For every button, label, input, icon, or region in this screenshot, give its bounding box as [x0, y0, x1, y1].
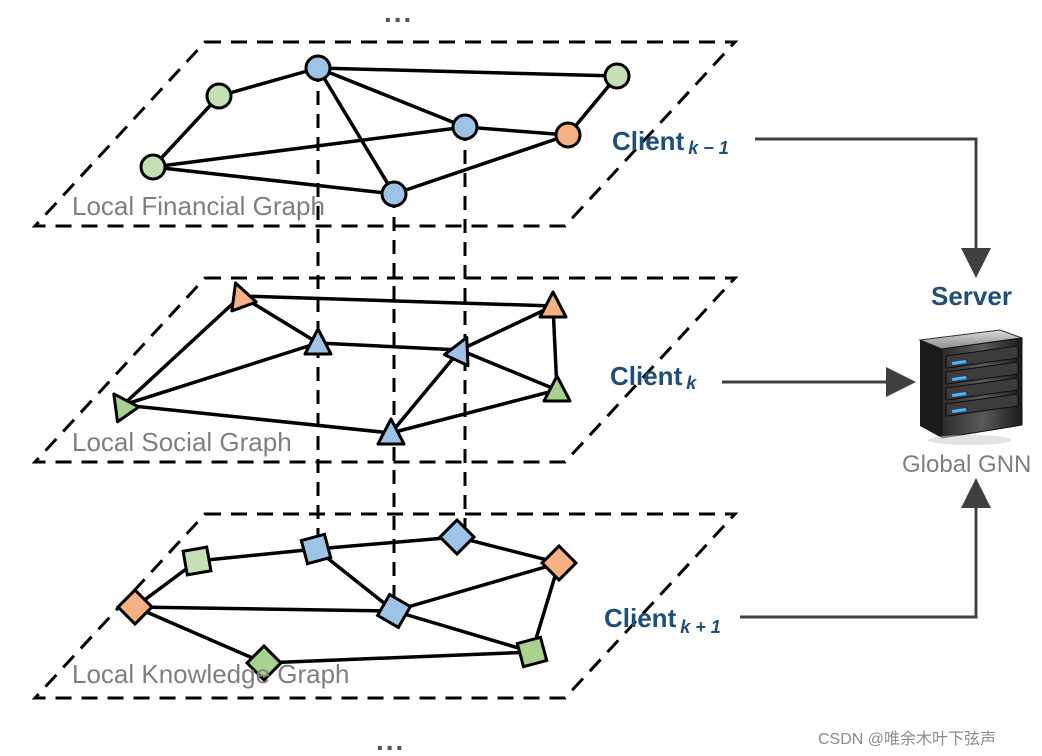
node-square: [375, 592, 413, 630]
node-square: [539, 543, 579, 583]
financial-nodes: [139, 54, 631, 208]
node-triangle: [230, 281, 258, 313]
social-nodes: [112, 281, 572, 446]
knowledge-nodes: [115, 517, 579, 683]
global-gnn-caption: Global GNN: [902, 451, 1031, 478]
node-square: [181, 545, 213, 577]
layer-label-social: Local Social Graph: [72, 427, 292, 457]
plane-financial: [31, 40, 739, 228]
arrows: [722, 137, 991, 619]
node-circle: [380, 180, 408, 208]
node-triangle: [376, 417, 406, 446]
node-square: [515, 635, 549, 669]
node-circle: [603, 62, 631, 90]
server-title: Server: [931, 281, 1012, 311]
alignment-lines: [316, 68, 467, 610]
node-square: [115, 587, 155, 627]
node-circle: [139, 153, 167, 181]
node-square: [437, 517, 477, 557]
node-square: [299, 532, 333, 566]
layer-label-financial: Local Financial Graph: [72, 191, 325, 221]
node-triangle: [538, 290, 568, 319]
server-rack-icon: [918, 329, 1023, 445]
node-circle: [205, 82, 233, 110]
node-circle: [554, 121, 582, 149]
node-circle: [304, 54, 332, 82]
layer-label-knowledge: Local Knowledge Graph: [72, 659, 350, 689]
arrow-client-k-minus-1: [755, 137, 991, 278]
node-square: [244, 643, 284, 683]
plane-knowledge: [31, 512, 739, 700]
node-circle: [451, 113, 479, 141]
watermark: CSDN @唯余木叶下弦声: [818, 729, 996, 748]
node-triangle: [112, 392, 141, 424]
node-triangle: [303, 327, 333, 356]
node-triangle: [442, 335, 470, 368]
ellipsis-bottom: ...: [376, 725, 405, 756]
knowledge-edges: [133, 535, 561, 665]
plane-social: [31, 276, 739, 464]
social-edges: [121, 294, 559, 435]
node-triangle: [542, 374, 572, 403]
ellipsis-top: ...: [384, 0, 413, 28]
arrow-client-k-plus-1: [740, 478, 991, 619]
